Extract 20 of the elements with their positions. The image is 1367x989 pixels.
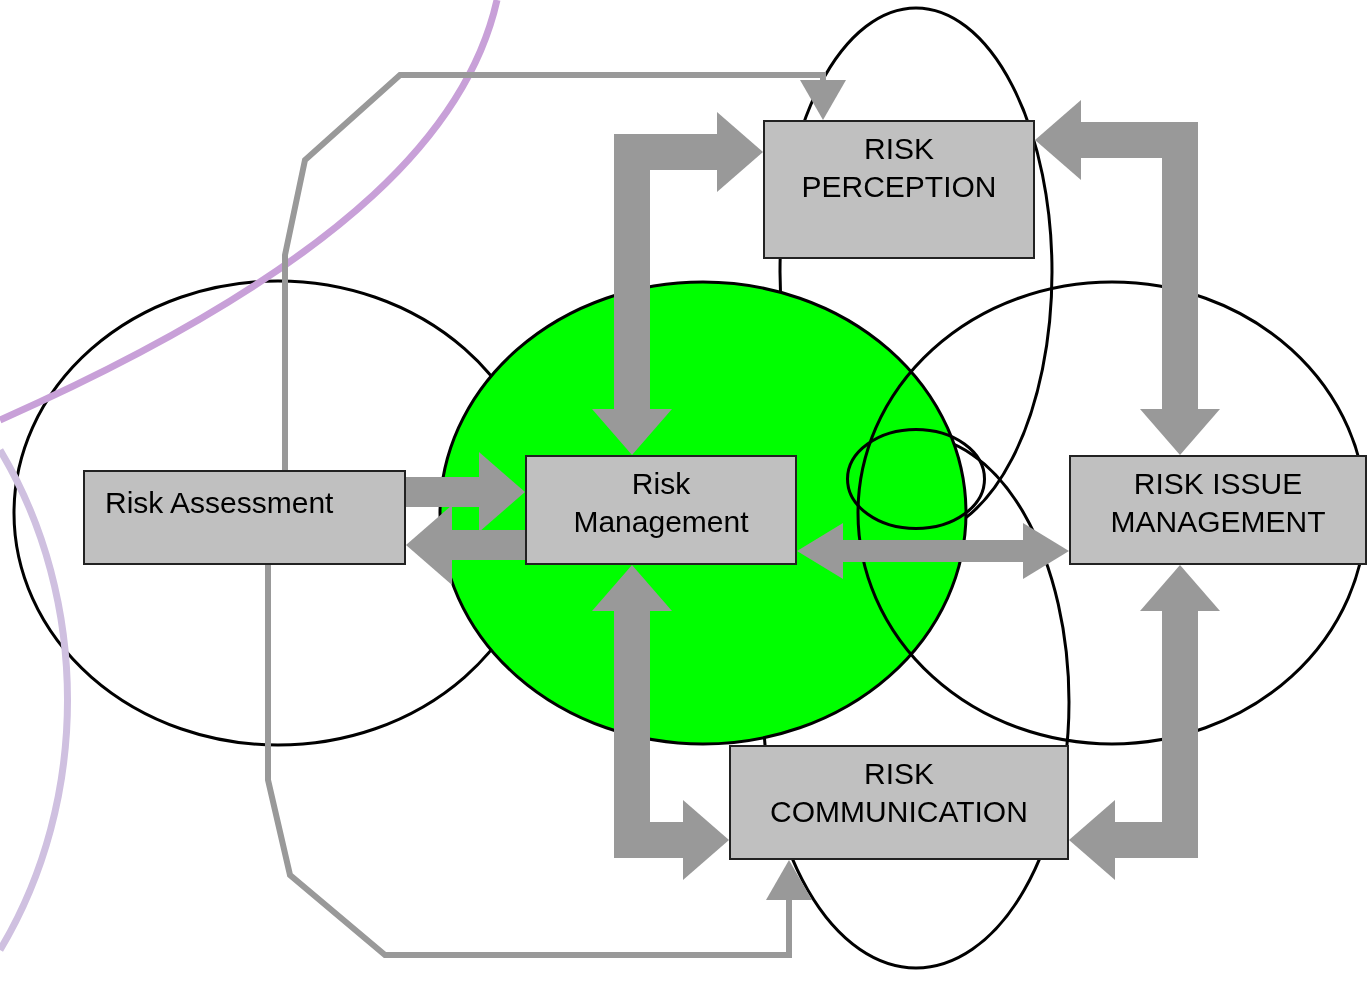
arrow	[265, 565, 812, 958]
arrow	[592, 565, 729, 880]
process-box	[525, 455, 797, 565]
arrow	[592, 112, 763, 455]
arrow	[1035, 100, 1220, 455]
arrow	[282, 72, 846, 470]
box-label: RISK PERCEPTION	[800, 131, 998, 205]
ellipse-outline	[846, 428, 986, 530]
arrow	[406, 505, 525, 585]
box-label: Risk Assessment	[105, 485, 334, 521]
box-label: Risk Management	[572, 466, 750, 540]
arrow	[1069, 565, 1220, 880]
box-label: RISK COMMUNICATION	[769, 756, 1029, 830]
box-label: RISK ISSUE MANAGEMENT	[1109, 466, 1327, 540]
process-box	[763, 120, 1035, 259]
arrow	[406, 452, 525, 532]
arrow	[797, 523, 1069, 579]
process-box	[1069, 455, 1367, 565]
process-box	[729, 745, 1069, 860]
process-box	[83, 470, 406, 565]
